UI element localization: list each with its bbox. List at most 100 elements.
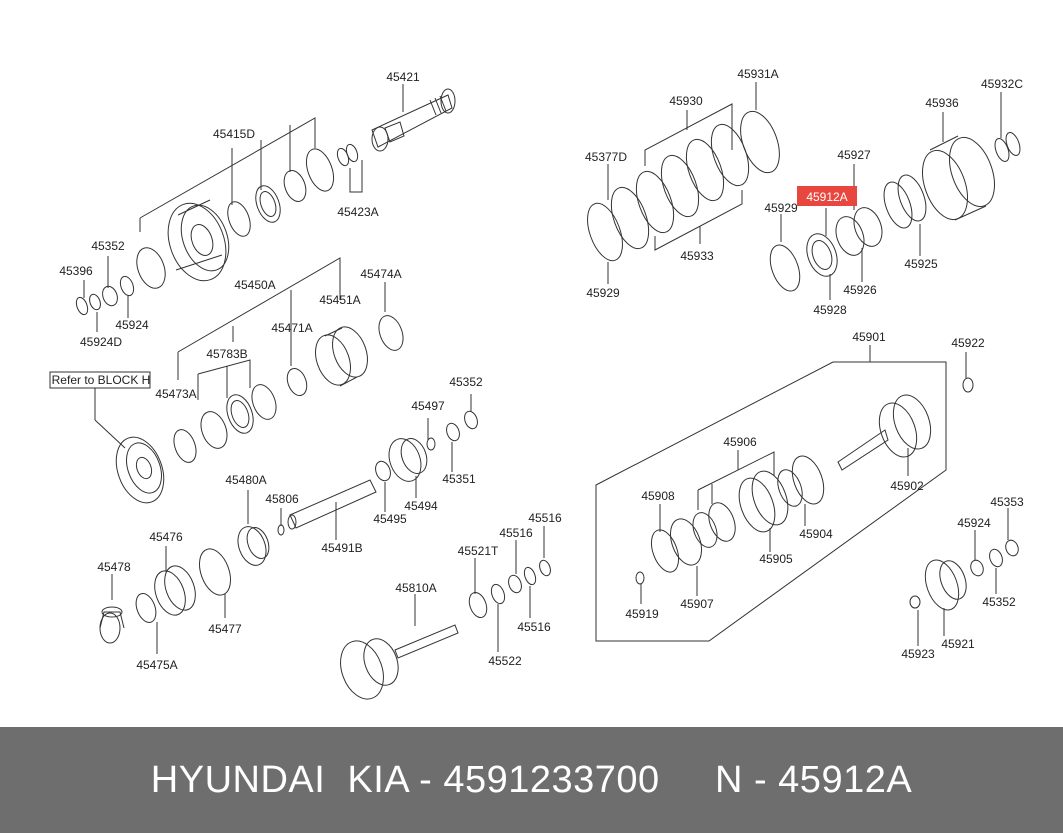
washer-45475A bbox=[135, 593, 157, 623]
part-label-45516a: 45516 bbox=[499, 526, 533, 540]
part-label-45516c: 45516 bbox=[528, 511, 562, 525]
ring-45906-b bbox=[692, 512, 718, 548]
assembly-frame-45901 bbox=[595, 361, 947, 642]
bearing-45352-c bbox=[989, 548, 1003, 568]
part-label-45928: 45928 bbox=[813, 303, 847, 317]
part-label-45929a: 45929 bbox=[586, 286, 620, 300]
part-label-45924a: 45924 bbox=[115, 318, 149, 332]
drum-45810A bbox=[340, 624, 459, 700]
washer-45516-b bbox=[523, 566, 537, 586]
leader-lines-lower-right bbox=[640, 448, 909, 604]
part-label-45476: 45476 bbox=[149, 530, 183, 544]
part-label-45907: 45907 bbox=[680, 597, 714, 611]
part-label-45806: 45806 bbox=[265, 492, 299, 506]
washer-45353 bbox=[1005, 539, 1019, 557]
part-label-45450A: 45450A bbox=[234, 278, 275, 292]
clip-45396 bbox=[75, 296, 89, 316]
bearing-45783B bbox=[226, 394, 254, 434]
part-label-45902: 45902 bbox=[890, 479, 924, 493]
part-label-45352a: 45352 bbox=[91, 239, 125, 253]
washer-45924 bbox=[119, 275, 135, 297]
washer-45522 bbox=[490, 583, 506, 605]
part-label-45478: 45478 bbox=[97, 560, 131, 574]
leader-lines-middle-left bbox=[177, 257, 386, 400]
gear-45478 bbox=[99, 606, 125, 644]
part-label-45516b: 45516 bbox=[517, 620, 551, 634]
washer-45516-c bbox=[539, 559, 551, 577]
gear-45905 bbox=[738, 470, 789, 533]
seal-45926 bbox=[835, 207, 883, 256]
part-label-45901: 45901 bbox=[852, 330, 886, 344]
part-label-45353: 45353 bbox=[990, 495, 1024, 509]
callout-refer-block: Refer to BLOCK H bbox=[52, 373, 151, 387]
part-label-45477: 45477 bbox=[208, 622, 242, 636]
callout-frame bbox=[49, 371, 151, 389]
part-label-45906: 45906 bbox=[723, 435, 757, 449]
gear-45921 bbox=[924, 559, 967, 611]
bearing-45352 bbox=[102, 285, 118, 307]
plate-45907 bbox=[669, 518, 703, 566]
gear-45480A bbox=[237, 526, 270, 566]
part-label-45475A: 45475A bbox=[136, 658, 177, 672]
washer-45924D bbox=[89, 293, 101, 311]
part-label-45783B: 45783B bbox=[206, 347, 247, 361]
plate-45474A bbox=[378, 315, 404, 351]
shaft-45491B bbox=[287, 479, 377, 530]
gear-45476 bbox=[154, 565, 196, 616]
part-label-45423A: 45423A bbox=[337, 205, 378, 219]
part-label-45919: 45919 bbox=[625, 607, 659, 621]
leader-lines-far-right bbox=[917, 508, 1009, 646]
part-label-45497: 45497 bbox=[411, 399, 445, 413]
exploded-view-drawing: 4542145415D45423A45352453964592445924D45… bbox=[49, 67, 1024, 700]
plate-45352 bbox=[136, 247, 166, 289]
bearing-45352-b bbox=[464, 410, 478, 430]
washer-45495 bbox=[375, 460, 391, 482]
part-label-45904: 45904 bbox=[799, 527, 833, 541]
bearing-45471A bbox=[286, 367, 308, 397]
clip-45423A-b bbox=[345, 143, 359, 163]
clutch-pack-45930 bbox=[587, 110, 780, 262]
clip-45929-b bbox=[769, 244, 801, 292]
part-label-45473A: 45473A bbox=[155, 387, 196, 401]
part-label-45415D: 45415D bbox=[213, 127, 255, 141]
part-label-45932C: 45932C bbox=[981, 77, 1023, 91]
ring-45906-a bbox=[708, 502, 736, 542]
drum-45415D bbox=[167, 199, 230, 282]
part-label-45930: 45930 bbox=[669, 94, 703, 108]
part-label-45451A: 45451A bbox=[319, 293, 360, 307]
clip-45473A bbox=[173, 429, 197, 463]
gear-block-h bbox=[115, 436, 165, 504]
ring-45783B-b bbox=[251, 384, 277, 420]
gear-45494 bbox=[388, 438, 428, 482]
part-label-45495: 45495 bbox=[373, 512, 407, 526]
part-label-45908: 45908 bbox=[641, 489, 675, 503]
part-label-45905: 45905 bbox=[759, 552, 793, 566]
leader-lines-bottom bbox=[414, 526, 545, 652]
part-label-45377D: 45377D bbox=[585, 150, 627, 164]
leader-lines-lower-left bbox=[111, 546, 226, 654]
part-label-45924D: 45924D bbox=[80, 335, 122, 349]
part-label-45924b: 45924 bbox=[957, 516, 991, 530]
part-label-45471A: 45471A bbox=[271, 321, 312, 335]
ring-45904 bbox=[777, 469, 803, 507]
clip-45932C-b bbox=[1005, 132, 1021, 156]
drum-45902 bbox=[837, 394, 932, 471]
leader-lines-upper-left bbox=[83, 84, 404, 332]
footer-bar: HYUNDAI KIA - 4591233700 N - 45912A bbox=[0, 727, 1063, 833]
part-45925 bbox=[883, 174, 927, 229]
plate-45415D bbox=[305, 148, 335, 192]
part-label-45923: 45923 bbox=[901, 647, 935, 661]
part-label-45921: 45921 bbox=[941, 637, 975, 651]
part-label-45396: 45396 bbox=[59, 264, 93, 278]
leader-lines-middle-lower bbox=[247, 394, 472, 540]
clip-45497 bbox=[426, 437, 436, 451]
bearing-45415D bbox=[255, 185, 281, 223]
shaft-45421 bbox=[371, 88, 456, 152]
ring-45415D-b bbox=[283, 170, 307, 202]
part-label-45922: 45922 bbox=[951, 336, 985, 350]
washer-45924-b bbox=[970, 559, 984, 577]
drum-45936 bbox=[922, 135, 995, 221]
ring-45415D-a bbox=[227, 201, 251, 237]
highlighted-part-label: 45912A bbox=[806, 190, 847, 204]
